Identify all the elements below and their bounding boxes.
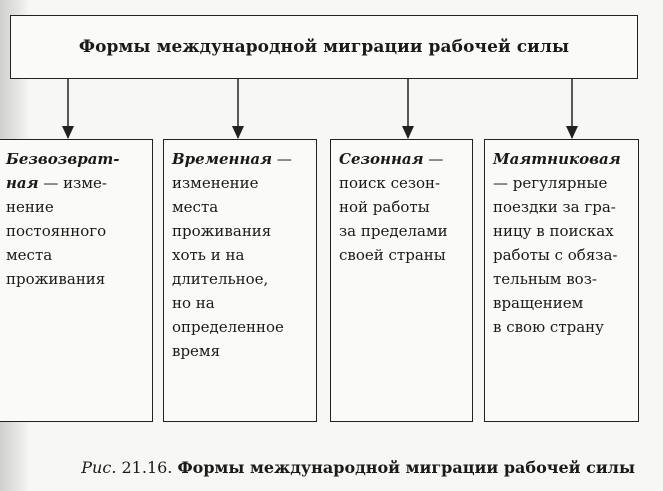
node-term-line: Безвозврат- xyxy=(6,150,120,168)
node-pendulum: Маятниковая — регулярные поездки за гра-… xyxy=(484,139,639,422)
node-term-line-with-text: ная — изме- xyxy=(6,174,107,192)
caption-number: 21.16. xyxy=(121,458,173,477)
node-text-line: постоянного xyxy=(6,222,107,240)
node-text-line: но на xyxy=(172,294,215,312)
node-text-line: нение xyxy=(6,198,54,216)
arrowhead-3 xyxy=(402,126,414,139)
node-text-line: проживания xyxy=(172,222,272,240)
diagram-title: Формы международной миграции рабочей сил… xyxy=(78,37,570,57)
node-text-line: определенное xyxy=(172,318,284,336)
figure-caption: Рис. 21.16. Формы международной миграции… xyxy=(0,458,663,477)
node-text-line: вращением xyxy=(493,294,584,312)
node-text-line: ной работы xyxy=(339,198,430,216)
node-term-line-with-text: Временная — xyxy=(172,150,292,168)
node-text-line: места xyxy=(172,198,219,216)
node-text-line: поиск сезон- xyxy=(339,174,441,192)
node-temporary: Временная — изменение места проживания х… xyxy=(163,139,317,422)
node-text-line: изменение xyxy=(172,174,259,192)
node-text-line: ницу в поисках xyxy=(493,222,614,240)
node-text-line: — регулярные xyxy=(493,174,608,192)
arrowhead-4 xyxy=(566,126,578,139)
diagram-root-node: Формы международной миграции рабочей сил… xyxy=(10,15,638,79)
node-term-line-with-text: Сезонная — xyxy=(339,150,444,168)
node-irrevocable: Безвозврат- ная — изме- нение постоянног… xyxy=(0,139,153,422)
node-text-line: тельным воз- xyxy=(493,270,597,288)
arrowhead-1 xyxy=(62,126,74,139)
node-term-line: Маятниковая xyxy=(493,150,621,168)
node-text-line: поездки за гра- xyxy=(493,198,616,216)
node-text-line: проживания xyxy=(6,270,106,288)
caption-title: Формы международной миграции рабочей сил… xyxy=(177,458,635,477)
node-text-line: работы с обяза- xyxy=(493,246,618,264)
caption-label: Рис. xyxy=(81,458,117,477)
node-text-line: время xyxy=(172,342,221,360)
node-text-line: места xyxy=(6,246,53,264)
node-text-line: в свою страну xyxy=(493,318,604,336)
node-text-line: своей страны xyxy=(339,246,446,264)
node-text-line: длительное, xyxy=(172,270,269,288)
node-text-line: хоть и на xyxy=(172,246,245,264)
node-text-line: за пределами xyxy=(339,222,448,240)
node-seasonal: Сезонная — поиск сезон- ной работы за пр… xyxy=(330,139,473,422)
arrowhead-2 xyxy=(232,126,244,139)
